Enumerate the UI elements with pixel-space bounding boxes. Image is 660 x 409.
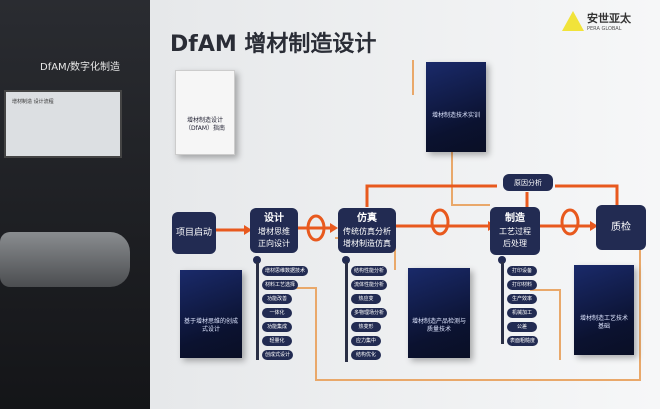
connector-dot [498,256,506,264]
feature-pill: 打印设备 [507,266,537,276]
feature-pill: 应力集中 [351,336,381,346]
design-branch-line [256,262,259,360]
book-title: 基于增材思维的创成式设计 [184,318,239,334]
step-manufacturing: 制造 工艺过程 后处理 [490,207,540,255]
feature-pill: 创成式设计 [262,350,294,360]
book-title: 增材制造产品检测与质量技术 [412,317,467,333]
book-title: 增材制造设计（DfAM）指南 [184,116,225,132]
logo-sub: PERA GLOBAL [587,26,622,32]
dark-display-panel: DfAM/数字化制造 增材制造 设计流程 [0,0,150,409]
logo-triangle-icon [562,11,584,31]
left-panel-title: DfAM/数字化制造 [40,62,121,73]
book-cover: 增材制造工艺技术基础 [574,265,634,355]
engine-model [0,232,130,287]
screen-text: 增材制造 设计流程 [12,99,54,105]
manufacturing-branch-line [501,262,504,344]
manufacturing-line: 后处理 [503,239,527,248]
design-line: 正向设计 [258,238,290,248]
display-screen: 增材制造 设计流程 [4,90,122,158]
feature-pill: 表面粗糙度 [507,336,539,346]
simulation-line: 增材制造仿真 [343,238,391,248]
feature-pill: 功能集成 [262,322,292,332]
step-design: 设计 增材思维 正向设计 [250,208,298,253]
feature-pill: 结构优化 [351,350,381,360]
manufacturing-line: 工艺过程 [499,227,531,236]
feature-pill: 生产效率 [507,294,537,304]
feature-pill: 轻量化 [262,336,292,346]
design-line: 增材思维 [258,226,290,236]
book-cover: 增材制造产品检测与质量技术 [408,268,470,358]
design-title: 设计 [264,212,284,224]
root-cause-box: 原因分析 [503,174,553,191]
connector-dot [253,256,261,264]
simulation-line: 传统仿真分析 [343,226,391,236]
step-start: 项目启动 [172,212,216,254]
feature-pill: 增材思维数据技术 [262,266,309,276]
simulation-branch-line [345,262,348,362]
book-cover: 增材制造设计（DfAM）指南 [175,70,235,155]
step-inspection: 质检 [596,205,646,250]
wall-title: DfAM 增材制造设计 [170,32,377,57]
feature-pill: 材料工艺选择 [262,280,299,290]
feature-pill: 功能改善 [262,294,292,304]
book-title: 增材制造工艺技术基础 [579,314,628,330]
feature-pill: 流体性能分析 [351,280,388,290]
simulation-title: 仿真 [357,212,377,224]
manufacturing-title: 制造 [505,213,525,224]
feature-pill: 结构性能分析 [351,266,388,276]
feature-pill: 打印材料 [507,280,537,290]
book-cover: 基于增材思维的创成式设计 [180,270,242,358]
book-title: 增材制造技术实训 [431,111,480,119]
feature-pill: 机械加工 [507,308,537,318]
feature-pill: 一体化 [262,308,292,318]
connector-dot [342,256,350,264]
book-cover: 增材制造技术实训 [426,62,486,152]
feature-pill: 公差 [507,322,537,332]
feature-pill: 多物理场分析 [351,308,388,318]
logo-name: 安世亚太 [587,12,631,25]
feature-pill: 热变形 [351,322,381,332]
feature-pill: 热应变 [351,294,381,304]
step-simulation: 仿真 传统仿真分析 增材制造仿真 [338,208,396,253]
